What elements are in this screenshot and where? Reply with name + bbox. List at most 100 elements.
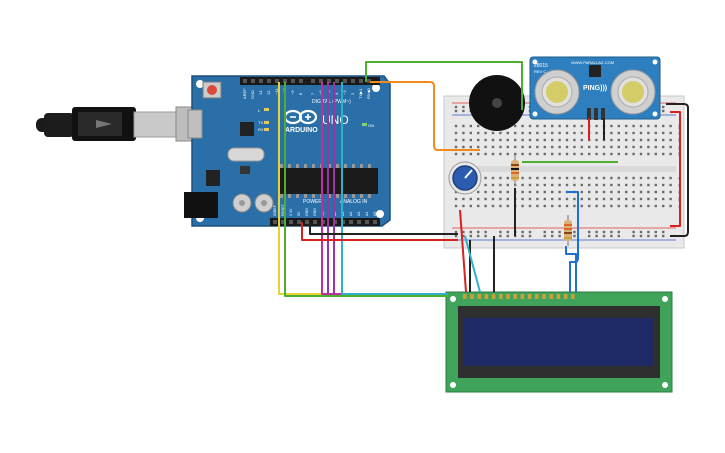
breadboard-hole xyxy=(639,230,643,234)
breadboard-hole xyxy=(543,152,546,156)
breadboard-hole xyxy=(499,183,502,187)
breadboard-hole xyxy=(654,197,657,201)
breadboard-hole xyxy=(580,183,583,187)
lcd-pin xyxy=(463,294,467,299)
breadboard-hole xyxy=(662,152,665,156)
breadboard-hole xyxy=(528,230,532,234)
breadboard-hole xyxy=(499,197,502,201)
breadboard-hole xyxy=(484,204,487,208)
breadboard-hole xyxy=(558,197,561,201)
breadboard-hole xyxy=(469,197,472,201)
breadboard-hole xyxy=(506,234,509,238)
breadboard-hole xyxy=(506,230,509,234)
pin-label-a2: A2 xyxy=(349,212,353,216)
breadboard-hole xyxy=(625,190,628,194)
resistor-1 xyxy=(511,155,519,186)
breadboard-hole xyxy=(662,230,665,234)
potentiometer xyxy=(448,161,482,195)
pin-label-a4: A4 xyxy=(365,212,369,216)
breadboard-hole xyxy=(639,197,643,201)
breadboard-hole xyxy=(580,204,583,208)
breadboard-hole xyxy=(506,190,509,194)
pin-label-aref: AREF xyxy=(242,88,247,99)
breadboard-hole xyxy=(521,176,524,180)
lcd-pin xyxy=(556,294,561,299)
breadboard-hole xyxy=(580,197,583,201)
breadboard-hole xyxy=(662,183,665,187)
wire-green-top xyxy=(365,61,523,110)
breadboard-hole xyxy=(462,152,465,156)
breadboard-hole xyxy=(595,234,598,238)
breadboard-hole xyxy=(543,197,546,201)
breadboard-hole xyxy=(536,176,539,180)
breadboard-hole xyxy=(617,131,620,135)
breadboard-hole xyxy=(595,183,598,187)
breadboard-hole xyxy=(528,204,532,208)
breadboard-hole xyxy=(654,152,657,156)
wire-black-rail-right xyxy=(666,103,689,237)
wire-black-gnd xyxy=(309,222,458,235)
sensor-revision: REV C xyxy=(534,69,546,74)
breadboard-hole xyxy=(454,190,458,194)
pin-label-ioref: IOREF xyxy=(273,204,277,216)
sensor-url: WWW.PARALLAX.COM xyxy=(571,60,614,65)
breadboard-hole xyxy=(610,230,613,234)
breadboard-hole xyxy=(454,197,458,201)
breadboard-hole xyxy=(514,138,517,142)
lcd-pin xyxy=(527,294,532,299)
breadboard-hole xyxy=(573,145,576,149)
resistor-2 xyxy=(564,215,572,246)
breadboard-hole xyxy=(469,234,472,238)
breadboard-hole xyxy=(669,131,672,135)
breadboard-hole xyxy=(625,204,628,208)
breadboard-hole xyxy=(469,131,472,135)
breadboard-hole xyxy=(625,131,628,135)
breadboard-hole xyxy=(662,131,665,135)
breadboard-hole xyxy=(573,230,576,234)
breadboard-hole xyxy=(462,204,465,208)
breadboard-hole xyxy=(558,183,561,187)
breadboard-hole xyxy=(654,145,657,149)
breadboard-hole xyxy=(669,138,672,142)
breadboard-hole xyxy=(625,183,628,187)
breadboard-hole xyxy=(647,204,650,208)
breadboard-hole xyxy=(462,145,465,149)
breadboard-hole xyxy=(632,124,635,128)
breadboard-hole xyxy=(558,152,561,156)
breadboard-hole xyxy=(506,183,509,187)
breadboard-hole xyxy=(454,131,458,135)
breadboard-hole xyxy=(477,138,480,142)
sensor-transducer-left xyxy=(534,69,580,115)
breadboard-hole xyxy=(536,131,539,135)
breadboard-hole xyxy=(484,197,487,201)
breadboard-hole xyxy=(647,190,650,194)
breadboard-hole xyxy=(580,131,583,135)
breadboard-hole xyxy=(573,124,576,128)
breadboard-hole xyxy=(543,145,546,149)
breadboard-hole xyxy=(654,204,657,208)
breadboard-hole xyxy=(521,190,524,194)
breadboard-hole xyxy=(610,234,613,238)
lcd-pin xyxy=(499,294,503,299)
breadboard-hole xyxy=(558,131,561,135)
breadboard-hole xyxy=(617,152,620,156)
breadboard-hole xyxy=(573,234,576,238)
breadboard-hole xyxy=(506,197,509,201)
breadboard-hole xyxy=(551,183,554,187)
breadboard-hole xyxy=(602,190,606,194)
breadboard-hole xyxy=(543,183,546,187)
breadboard-hole xyxy=(491,197,495,201)
breadboard-hole xyxy=(506,152,509,156)
pin-label-rx0: RX◀0 xyxy=(366,87,371,99)
breadboard-hole xyxy=(551,197,554,201)
breadboard-hole xyxy=(662,124,665,128)
breadboard-hole xyxy=(602,197,606,201)
breadboard-hole xyxy=(491,138,495,142)
breadboard-hole xyxy=(632,204,635,208)
breadboard-hole xyxy=(669,176,672,180)
breadboard-hole xyxy=(558,234,561,238)
breadboard-hole xyxy=(462,234,465,238)
breadboard-hole xyxy=(662,176,665,180)
pin-label-gnd: GND xyxy=(250,90,255,99)
